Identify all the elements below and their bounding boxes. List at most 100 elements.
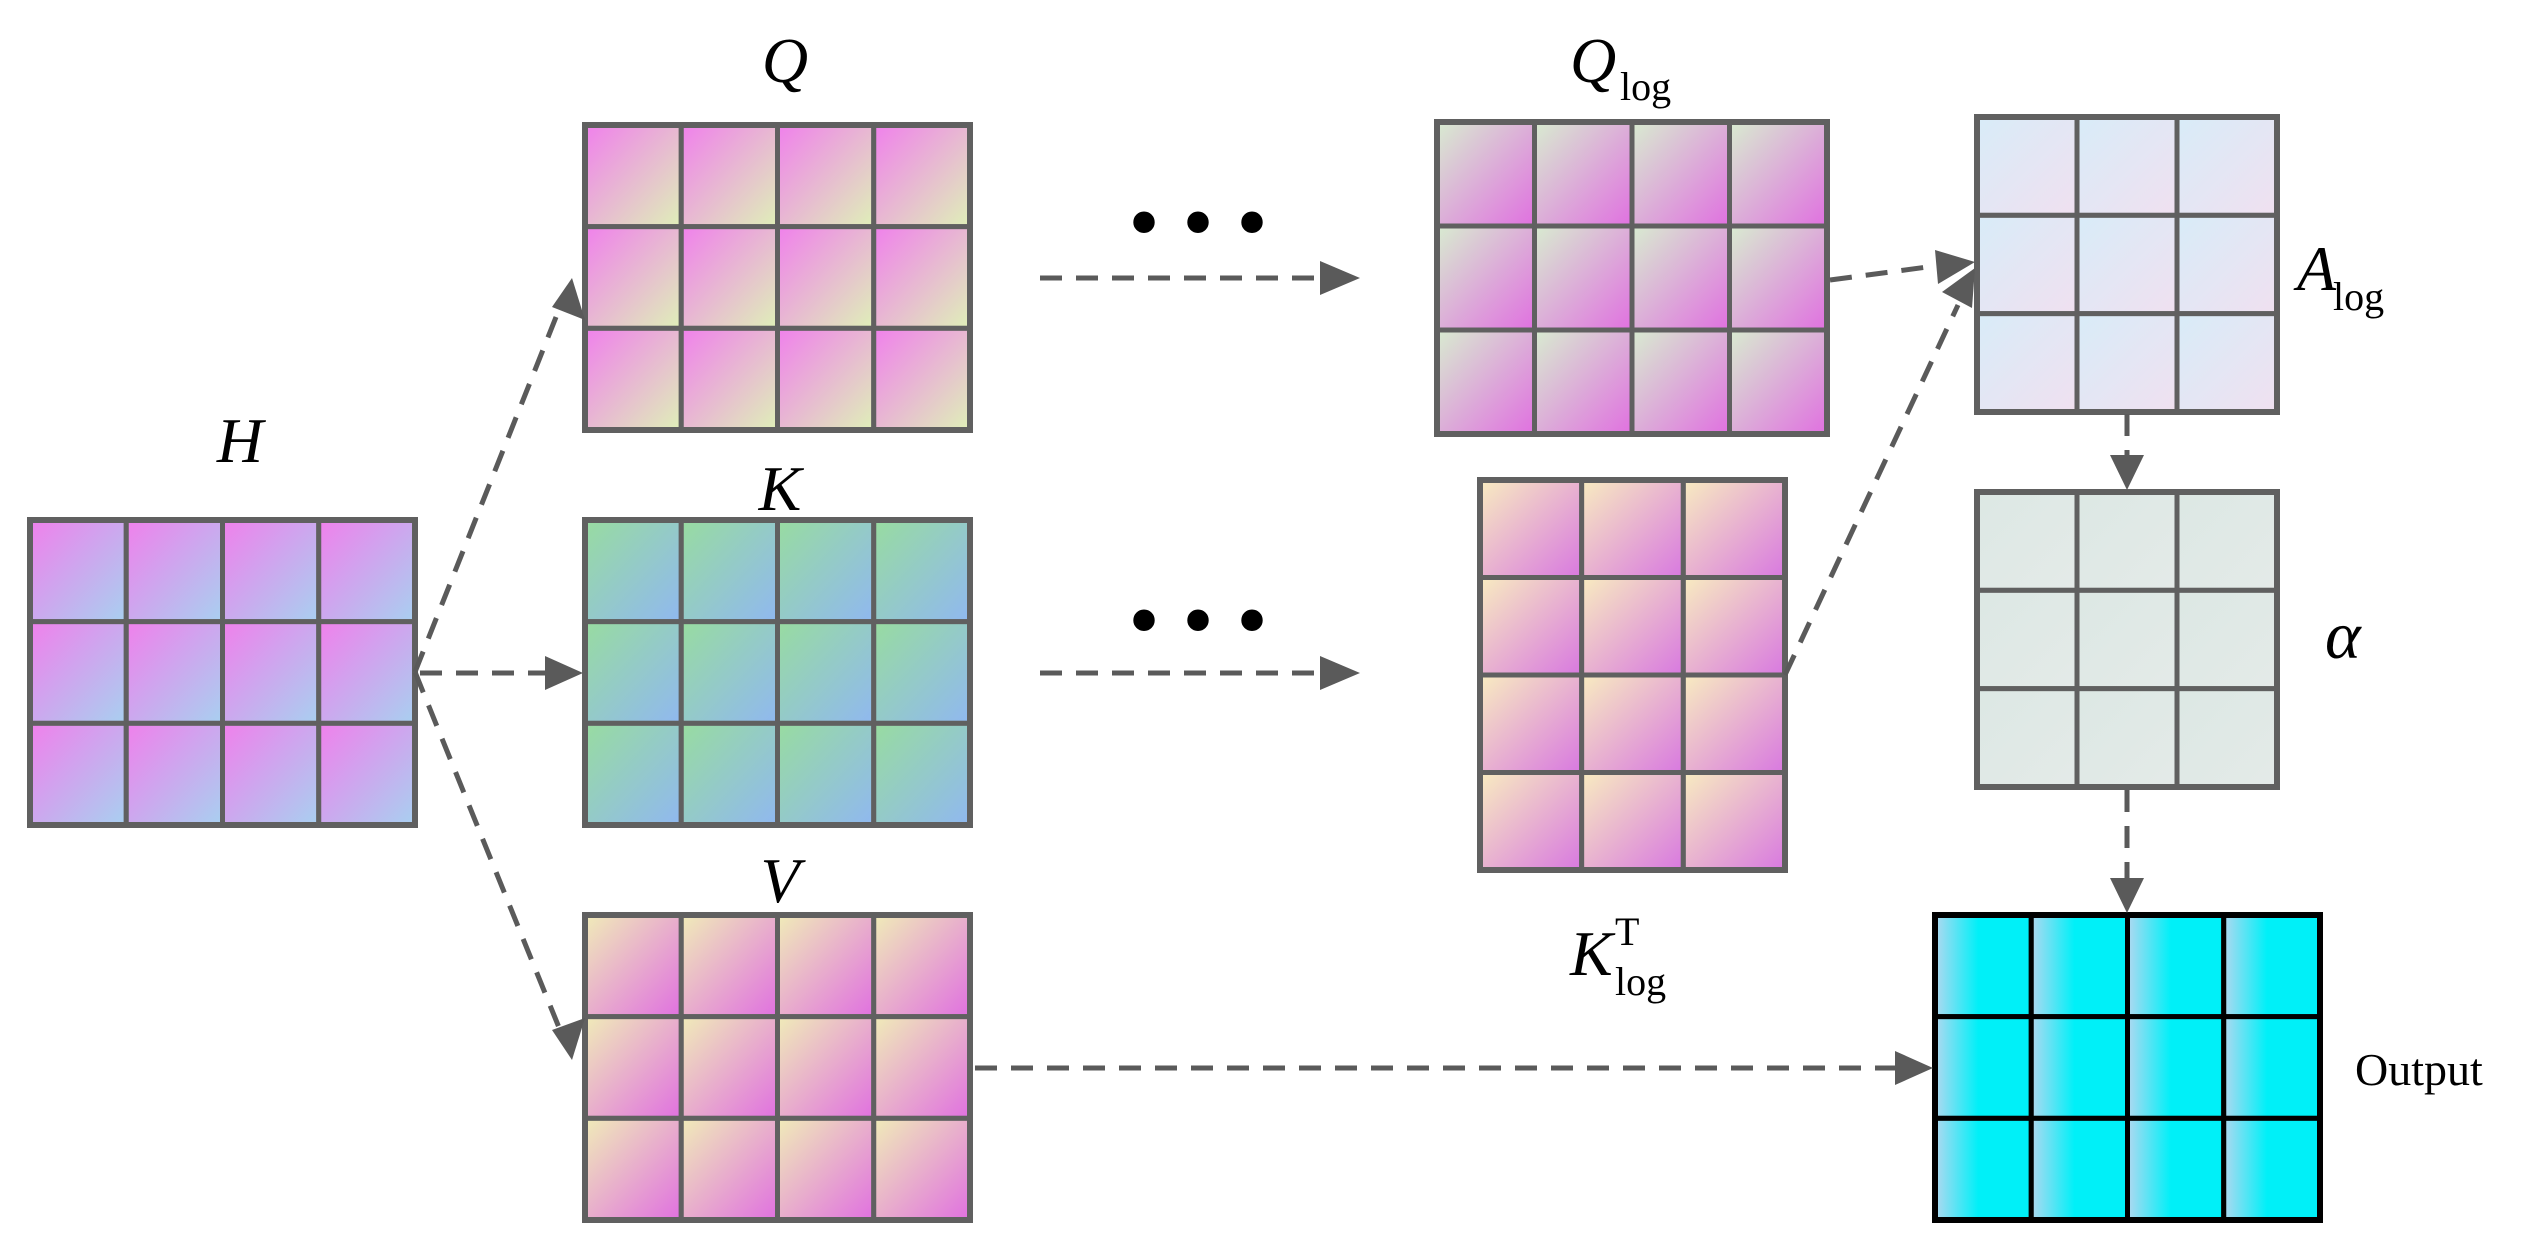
matrix-cell [27,517,129,625]
ellipsis-top: • • • [1128,173,1268,272]
matrix-cell [775,122,877,230]
matrix-cell [582,224,684,331]
matrix-border [1932,912,2323,1223]
matrix-cell [775,1014,877,1121]
matrix-cell [871,517,973,625]
matrix-cell [316,720,418,828]
arrowhead-q-to-q-log [1320,261,1360,295]
matrix-cell [582,1115,684,1223]
matrix-cell [582,1014,684,1121]
matrix-cell [871,1014,973,1121]
matrix-cell [2221,1115,2323,1223]
matrix-cell [582,122,684,230]
matrix-cell [2221,912,2323,1020]
label-a-log-base: A [2293,233,2337,304]
label-a-log-subscript: log [2333,274,2384,319]
matrix-cell [871,720,973,828]
matrix-cell [1532,223,1635,333]
edge-h-to-v [412,671,563,1031]
matrix-cell [220,720,322,828]
label-v: V [760,845,806,916]
arrowhead-a-log-to-alpha [2110,455,2144,490]
matrix-v [582,912,973,1223]
matrix-border [582,122,973,433]
matrix-cell [871,122,973,230]
matrix-cell [1579,672,1686,775]
arrowhead-h-to-q [552,278,585,320]
matrix-border [1974,114,2280,415]
matrix-cell [2174,489,2280,593]
matrix-cell [678,619,780,726]
matrix-output [1932,912,2323,1223]
matrix-cell [27,619,129,726]
label-q: Q [762,25,808,96]
label-k-log-base: K [1569,918,1616,989]
label-q-log: Q log [1570,25,1671,109]
matrix-cell [678,325,780,433]
matrix-cell [1974,587,2080,692]
matrix-cell [678,122,780,230]
matrix-cell [2174,686,2280,790]
arrowhead-k-to-k-log [1320,656,1360,690]
matrix-cell [1477,575,1585,678]
matrix-border [582,517,973,828]
label-k-log-superscript: T [1615,909,1639,954]
matrix-cell [2028,1014,2130,1121]
matrix-cell [1434,327,1537,437]
matrix-cell [1477,770,1585,873]
matrix-q [582,122,973,433]
label-k-log-subscript: log [1615,959,1666,1004]
matrix-cell [871,224,973,331]
matrix-cell [1629,119,1732,229]
arrowhead-h-to-v [552,1018,585,1060]
matrix-cell [582,912,684,1020]
matrix-cell [27,720,129,828]
matrix-cell [1532,119,1635,229]
matrix-cell [775,1115,877,1223]
matrix-cell [1727,327,1830,437]
matrix-cell [220,517,322,625]
matrix-cell [1680,477,1788,580]
edge-k-log-to-a-log [1782,303,1961,677]
edge-q-log-to-a-log [1829,263,1936,283]
matrix-cell [775,325,877,433]
matrix-cell [775,224,877,331]
matrix-cell [1932,912,2034,1020]
matrix-cell [678,224,780,331]
matrix-cell [316,619,418,726]
matrix-cell [1629,327,1732,437]
matrix-cell [1532,327,1635,437]
matrix-cell [871,912,973,1020]
arrowhead-v-to-output [1895,1051,1933,1085]
matrix-cell [775,619,877,726]
label-h: H [216,405,267,476]
matrix-cell [2028,1115,2130,1223]
matrix-cell [1680,672,1788,775]
matrix-cell [1932,1115,2034,1223]
matrix-cell [2074,114,2180,218]
matrix-cell [678,720,780,828]
matrix-cell [582,619,684,726]
matrix-q-log [1434,119,1830,437]
matrix-cell [2174,311,2280,415]
ellipsis-middle: • • • [1128,571,1268,670]
edge-h-to-q [412,306,563,673]
matrix-k-log-transpose [1477,477,1788,873]
matrix-cell [775,517,877,625]
matrix-cell [1727,223,1830,333]
matrix-cell [1477,672,1585,775]
matrix-border [582,912,973,1223]
matrix-k [582,517,973,828]
matrix-cell [1932,1014,2034,1121]
matrix-a-log [1974,114,2280,415]
matrix-cell [2125,912,2227,1020]
matrix-cell [582,517,684,625]
arrowhead-h-to-k [545,656,583,690]
matrix-cell [2074,587,2180,692]
matrix-alpha [1974,489,2280,790]
matrix-cell [1477,477,1585,580]
arrowhead-alpha-to-output [2110,878,2144,913]
matrix-cell [2125,1014,2227,1121]
matrix-cell [220,619,322,726]
